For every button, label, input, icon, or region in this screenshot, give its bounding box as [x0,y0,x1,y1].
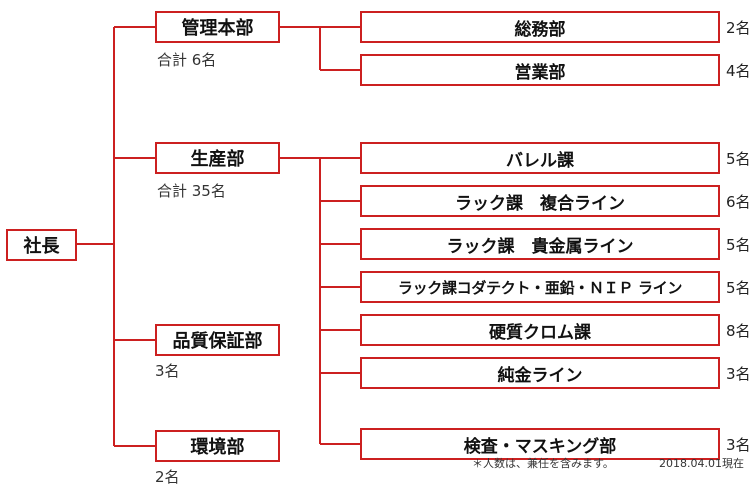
division-note-kanri: 合計 6名 [157,51,217,69]
unit-count-junkin: 3名 [726,365,751,383]
division-box-hinshitsu: 品質保証部 [155,324,280,356]
unit-count-kensa-masking: 3名 [726,436,751,454]
unit-label: 総務部 [514,19,566,40]
unit-box-eigyo: 営業部 [360,54,720,86]
division-label: 管理本部 [181,18,254,39]
unit-box-rack-fukugo: ラック課 複合ライン [360,185,720,217]
unit-label: ラック課コダテクト・亜鉛・ＮＩＰ ライン [397,278,683,297]
division-note-hinshitsu: 3名 [155,362,180,380]
unit-label: ラック課 複合ライン [455,193,625,214]
unit-box-barrel: バレル課 [360,142,720,174]
unit-box-junkin: 純金ライン [360,357,720,389]
unit-label: ラック課 貴金属ライン [446,236,634,257]
unit-count-eigyo: 4名 [726,62,751,80]
unit-count-somu: 2名 [726,19,751,37]
unit-count-rack-kodatekuto: 5名 [726,279,751,297]
as-of-date: 2018.04.01現在 [659,457,744,470]
division-label: 品質保証部 [172,331,263,352]
division-note-kankyo: 2名 [155,468,180,486]
division-box-kanri: 管理本部 [155,11,280,43]
root-box-president: 社長 [6,229,77,261]
unit-count-rack-fukugo: 6名 [726,193,751,211]
unit-box-somu: 総務部 [360,11,720,43]
division-label: 環境部 [190,437,245,458]
unit-label: 硬質クロム課 [489,322,591,343]
unit-count-rack-kikinzoku: 5名 [726,236,751,254]
unit-label: バレル課 [506,150,574,171]
footnote-text: ＊人数は、兼任を含みます。 [472,457,614,470]
unit-label: 検査・マスキング部 [463,436,617,457]
unit-label: 純金ライン [497,365,583,386]
unit-label: 営業部 [514,62,566,83]
division-box-seisan: 生産部 [155,142,280,174]
root-label: 社長 [23,236,60,257]
unit-count-koshitsu-chrome: 8名 [726,322,751,340]
unit-box-koshitsu-chrome: 硬質クロム課 [360,314,720,346]
division-note-seisan: 合計 35名 [157,182,226,200]
division-box-kankyo: 環境部 [155,430,280,462]
unit-box-rack-kodatekuto: ラック課コダテクト・亜鉛・ＮＩＰ ライン [360,271,720,303]
unit-box-kensa-masking: 検査・マスキング部 [360,428,720,460]
unit-box-rack-kikinzoku: ラック課 貴金属ライン [360,228,720,260]
unit-count-barrel: 5名 [726,150,751,168]
connector-lines [77,26,360,447]
division-label: 生産部 [190,149,245,170]
